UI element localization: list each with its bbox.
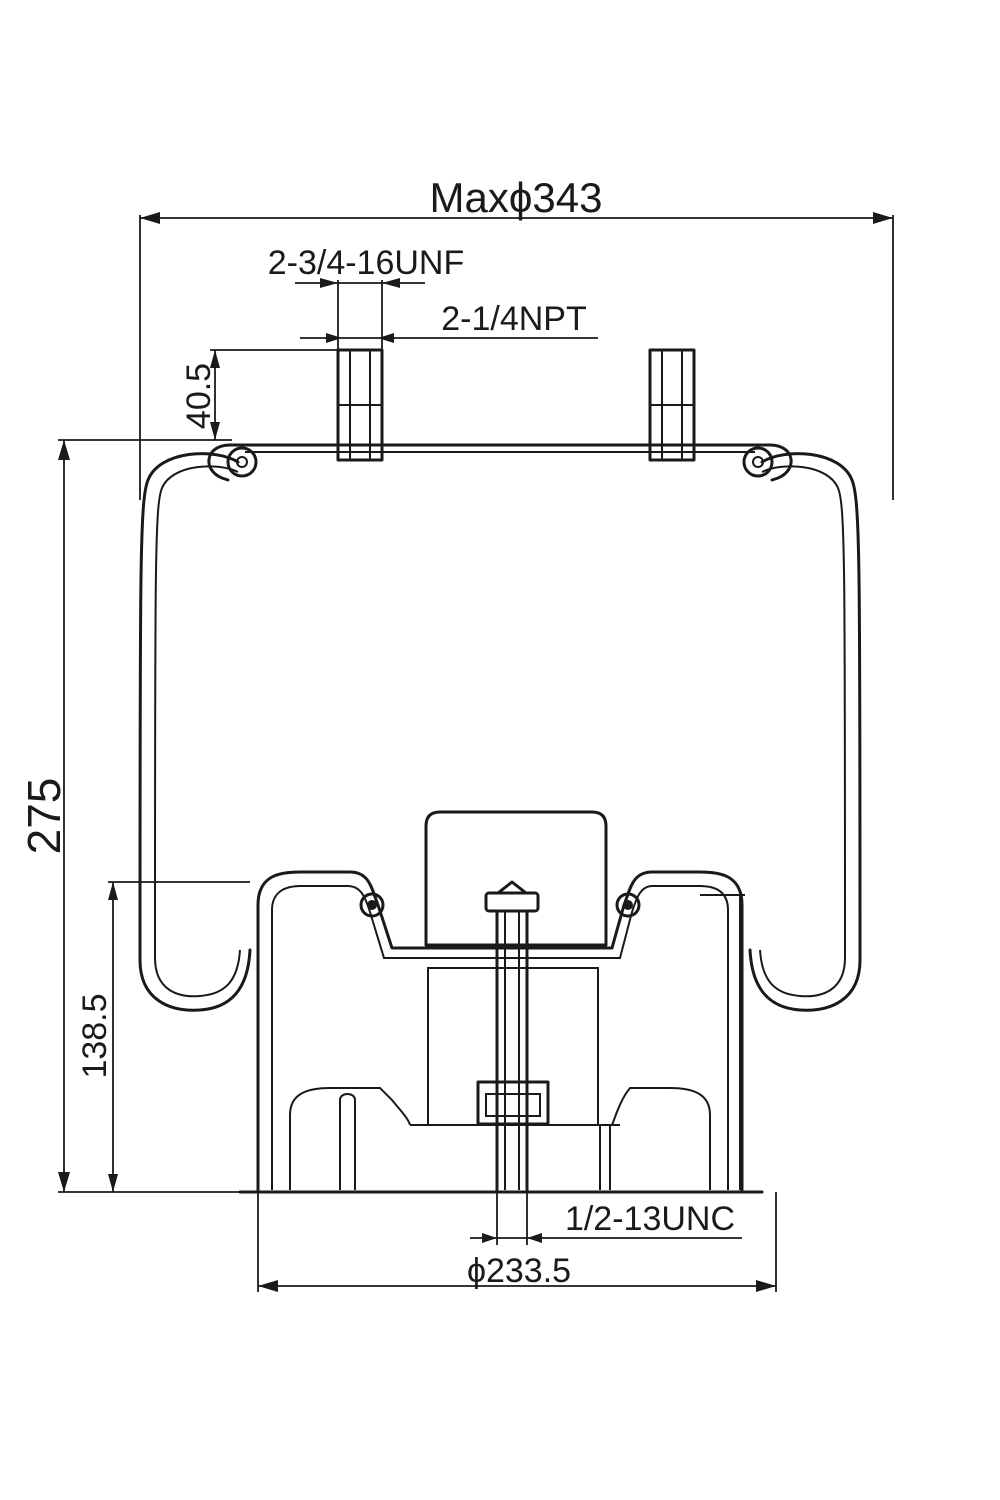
top-thread-label: 2-3/4-16UNF	[268, 244, 465, 282]
stud-right	[648, 348, 696, 462]
bumper	[424, 810, 608, 947]
bellows-outline	[138, 452, 862, 1012]
air-port-label: 2-1/4NPT	[441, 300, 587, 338]
dimension-lines	[58, 212, 894, 1292]
max-diameter-label: Maxϕ343	[430, 174, 603, 221]
piston	[238, 870, 764, 1194]
overall-height-label: 275	[18, 778, 70, 855]
piston-diameter-label: ϕ233.5	[467, 1252, 571, 1290]
stud-left	[336, 348, 384, 462]
piston-height-label: 138.5	[76, 993, 114, 1078]
top-bead-plate	[207, 443, 793, 482]
center-bolt	[476, 880, 550, 1192]
stud-height-label: 40.5	[180, 363, 218, 429]
bottom-thread-label: 1/2-13UNC	[565, 1200, 735, 1238]
